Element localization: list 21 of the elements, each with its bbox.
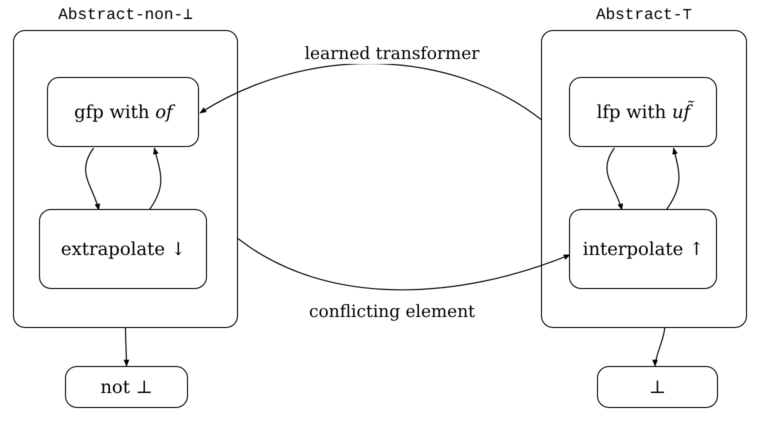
rounded-box	[597, 366, 718, 408]
rounded-box	[65, 366, 188, 408]
rounded-box	[569, 209, 718, 290]
arrow	[85, 148, 100, 211]
box-label: interpolate ↑	[582, 238, 704, 260]
arrow	[148, 147, 162, 210]
arrow	[666, 147, 680, 210]
rounded-box	[39, 209, 208, 290]
rounded-box	[47, 77, 200, 148]
box-label: not ⊥	[100, 376, 153, 398]
arrow	[238, 238, 571, 290]
group-title: Abstract-non-⊥	[57, 5, 194, 24]
rounded-box	[569, 77, 718, 148]
arrow	[199, 63, 542, 120]
box-label: extrapolate ↓	[60, 238, 186, 260]
box-label: gfp with of	[74, 102, 173, 123]
box-label: ⊥	[649, 376, 666, 398]
arrow	[124, 328, 130, 367]
group-title: Abstract-⊤	[594, 5, 694, 24]
arrow	[606, 148, 623, 211]
arrow	[652, 328, 666, 367]
